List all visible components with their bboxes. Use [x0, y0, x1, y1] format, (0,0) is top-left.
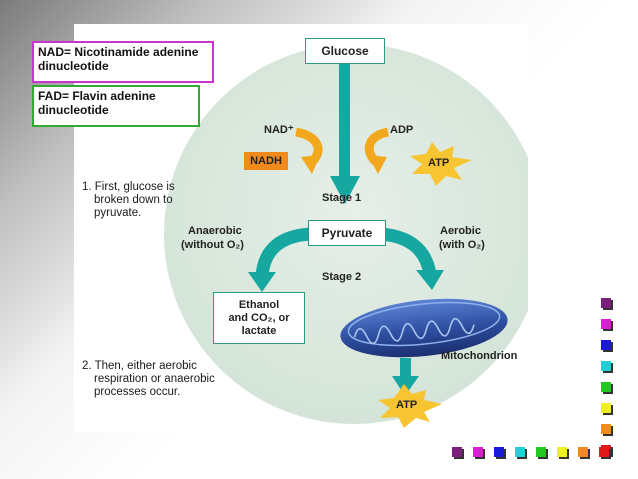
- adp-label: ADP: [390, 124, 414, 136]
- aerobic-arrow: [379, 227, 437, 276]
- step1-line-1: 1. First, glucose is: [82, 181, 175, 193]
- step2-line-1: 2. Then, either aerobic: [82, 360, 197, 372]
- decor-square: [473, 447, 483, 457]
- respiration-figure: Glucose Pyruvate Ethanol and CO₂, or lac…: [74, 24, 528, 432]
- decor-square: [494, 447, 504, 457]
- central-arrow: [330, 60, 360, 204]
- step1-line-2: broken down to: [94, 194, 173, 206]
- decor-square: [557, 447, 567, 457]
- nad-note: NAD= Nicotinamide adenine dinucleotide: [32, 41, 214, 83]
- product-line-2: and CO₂, or: [228, 311, 290, 324]
- decor-square: [599, 447, 609, 457]
- mitochondrion-graphic: [340, 298, 508, 358]
- aerobic-arrowhead: [416, 270, 444, 290]
- decor-square: [601, 340, 611, 350]
- anaerobic-label-1: Anaerobic: [188, 225, 242, 237]
- step2-line-3: processes occur.: [94, 386, 181, 398]
- adp-arrowhead: [368, 155, 387, 174]
- atp-top-label: ATP: [428, 157, 450, 169]
- nadh-box: NADH: [244, 152, 288, 170]
- anaerobic-arrow: [255, 227, 311, 277]
- pyruvate-label: Pyruvate: [321, 226, 373, 240]
- aerobic-label-2: (with O₂): [439, 239, 485, 251]
- step2-line-2: respiration or anaerobic: [94, 373, 215, 385]
- step1-line-3: pyruvate.: [94, 207, 142, 219]
- step1-text: 1. First, glucose is broken down to pyru…: [82, 181, 175, 220]
- anaerobic-arrowhead: [248, 272, 276, 292]
- decor-square: [601, 361, 611, 371]
- decor-square: [601, 319, 611, 329]
- stage2-label: Stage 2: [322, 271, 362, 283]
- product-line-3: lactate: [241, 324, 277, 337]
- nadh-label: NADH: [250, 155, 282, 167]
- glucose-box: Glucose: [305, 38, 385, 64]
- atp-bottom-label: ATP: [396, 399, 418, 411]
- atp-star-bottom: [378, 384, 442, 428]
- glucose-label: Glucose: [321, 44, 369, 58]
- decor-square: [601, 403, 611, 413]
- decor-square: [601, 382, 611, 392]
- decor-square: [578, 447, 588, 457]
- anaerobic-label-2: (without O₂): [181, 239, 244, 251]
- nad-plus-label: NAD⁺: [264, 124, 294, 136]
- atp-star-top: [410, 142, 472, 186]
- step2-text: 2. Then, either aerobic respiration or a…: [82, 360, 215, 399]
- decor-square: [452, 447, 462, 457]
- nad-arrowhead: [301, 155, 320, 174]
- product-line-1: Ethanol: [238, 298, 280, 311]
- decor-square: [536, 447, 546, 457]
- mitochondrion-label: Mitochondrion: [441, 350, 518, 362]
- aerobic-label-1: Aerobic: [440, 225, 481, 237]
- decor-square: [601, 424, 611, 434]
- decor-square: [601, 298, 611, 308]
- stage1-label: Stage 1: [322, 192, 362, 204]
- fad-note: FAD= Flavin adenine dinucleotide: [32, 85, 200, 127]
- decor-square: [515, 447, 525, 457]
- pyruvate-box: Pyruvate: [308, 220, 386, 246]
- product-box: Ethanol and CO₂, or lactate: [213, 292, 305, 344]
